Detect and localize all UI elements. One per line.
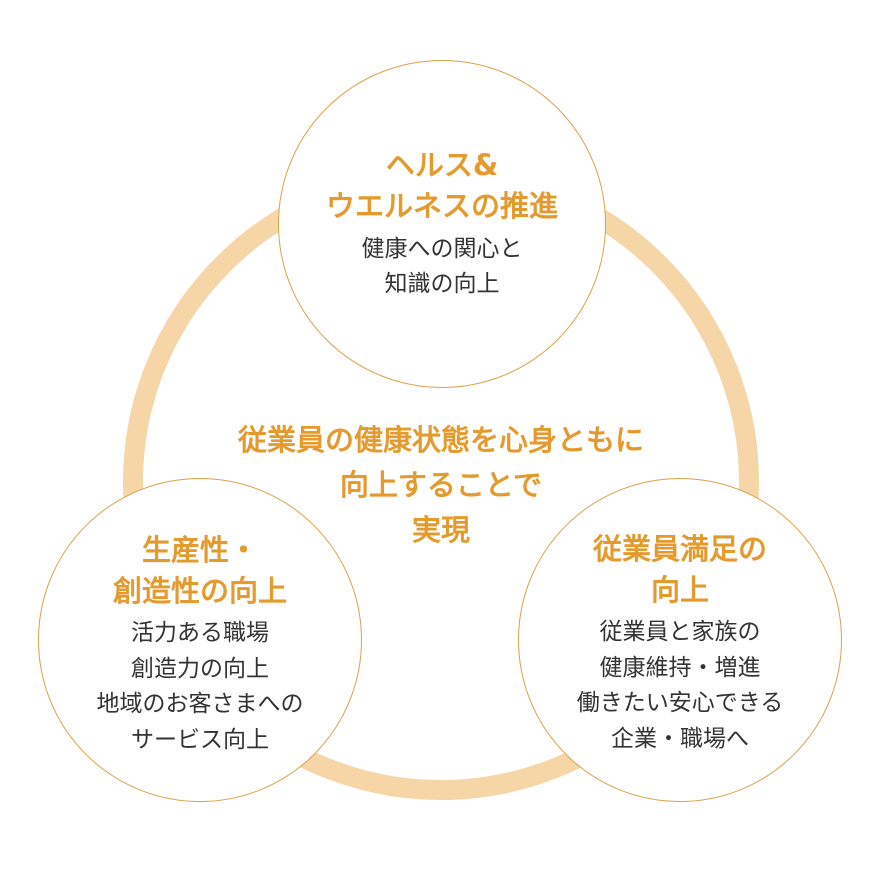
body-line: 地域のお客さまへの — [96, 691, 304, 718]
body-line: 知識の向上 — [384, 271, 500, 298]
heading-line: 従業員満足の — [592, 531, 767, 566]
heading-line: 向上 — [650, 572, 709, 607]
heading-line: ヘルス& — [385, 148, 499, 183]
body-line: 従業員と家族の — [599, 618, 761, 645]
body-line: 健康への関心と — [361, 235, 523, 262]
body-line: 活力ある職場 — [131, 619, 269, 646]
circle-heading: 生産性・ 創造性の向上 — [113, 530, 287, 612]
circle-heading: ヘルス& ウエルネスの推進 — [326, 145, 558, 227]
body-line: 働きたい安心できる — [576, 690, 784, 717]
health-wellness-circle: ヘルス& ウエルネスの推進 健康への関心と 知識の向上 — [278, 60, 606, 388]
body-line: 創造力の向上 — [131, 655, 269, 682]
circle-body: 健康への関心と 知識の向上 — [362, 232, 523, 303]
center-line: 従業員の健康状態を心身ともに — [237, 423, 644, 457]
body-line: 健康維持・増進 — [599, 654, 761, 681]
center-line: 向上することで — [339, 467, 543, 502]
center-message: 従業員の健康状態を心身ともに 向上することで 実現 — [190, 418, 692, 553]
body-line: 企業・職場へ — [610, 725, 749, 752]
circle-body: 従業員と家族の 健康維持・増進 働きたい安心できる 企業・職場へ — [577, 615, 784, 758]
body-line: サービス向上 — [131, 726, 269, 753]
heading-line: ウエルネスの推進 — [325, 189, 558, 224]
center-line: 実現 — [411, 512, 470, 547]
heading-line: 創造性の向上 — [112, 573, 287, 608]
circle-heading: 従業員満足の 向上 — [593, 529, 767, 611]
circle-body: 活力ある職場 創造力の向上 地域のお客さまへの サービス向上 — [97, 616, 304, 759]
employee-satisfaction-circle: 従業員満足の 向上 従業員と家族の 健康維持・増進 働きたい安心できる 企業・職… — [518, 478, 842, 802]
productivity-circle: 生産性・ 創造性の向上 活力ある職場 創造力の向上 地域のお客さまへの サービス… — [38, 478, 362, 802]
heading-line: 生産性・ — [141, 532, 258, 567]
